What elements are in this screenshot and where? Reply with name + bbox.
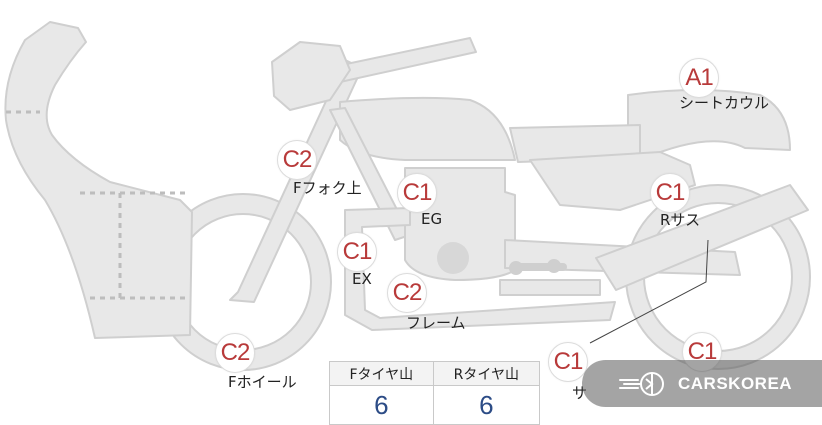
rear-tire-value: 6 bbox=[432, 385, 541, 425]
grade-badge-exhaust: C1 bbox=[337, 232, 377, 272]
grade-badge-rear-suspension: C1 bbox=[650, 173, 690, 213]
grade-badge-front-wheel: C2 bbox=[215, 333, 255, 373]
grade-badge-engine: C1 bbox=[397, 173, 437, 213]
label-frame: フレーム bbox=[406, 314, 466, 332]
label-front-wheel: Fホイール bbox=[228, 373, 297, 391]
tire-tread-table: Fタイヤ山 Rタイヤ山 6 6 bbox=[329, 361, 541, 425]
label-exhaust: EX bbox=[352, 270, 372, 288]
watermark-text: CARSKOREA bbox=[678, 373, 793, 393]
grade-badge-seat-cowl: A1 bbox=[679, 58, 719, 98]
grade-badge-front-fork-upper: C2 bbox=[277, 140, 317, 180]
carskorea-logo-icon bbox=[619, 371, 664, 396]
label-engine: EG bbox=[421, 210, 443, 228]
rear-tire-header: Rタイヤ山 bbox=[432, 361, 541, 386]
label-front-fork-upper: Fフォク上 bbox=[293, 179, 362, 197]
label-seat-cowl: シートカウル bbox=[679, 94, 770, 112]
grade-badge-side: C1 bbox=[548, 342, 588, 382]
front-tire-value: 6 bbox=[329, 385, 434, 425]
front-tire-header: Fタイヤ山 bbox=[329, 361, 434, 386]
grade-badge-frame: C2 bbox=[387, 273, 427, 313]
carskorea-watermark: CARSKOREA bbox=[582, 360, 822, 407]
label-rear-suspension: Rサス bbox=[660, 211, 701, 229]
